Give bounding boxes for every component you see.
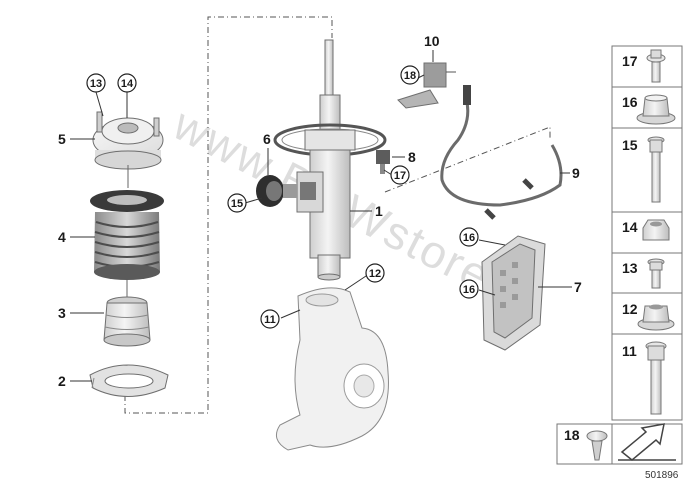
callout-5: 5 — [58, 131, 66, 147]
callout-12-circle: 12 — [369, 268, 381, 280]
side-label-17: 17 — [622, 53, 638, 69]
side-label-11: 11 — [622, 343, 637, 359]
callout-18-circle: 18 — [404, 70, 416, 82]
side-label-16: 16 — [622, 94, 638, 110]
bolt-with-flange-icon — [646, 49, 666, 83]
callout-labels: 1 2 3 4 5 6 7 8 9 10 — [58, 33, 582, 389]
steering-knuckle-part-11 — [275, 287, 389, 451]
fastener-side-panel: 17 16 15 14 13 12 11 — [611, 45, 683, 421]
control-module-part-7 — [481, 235, 546, 351]
dashed-group-lines — [124, 16, 551, 414]
callout-8: 8 — [408, 149, 416, 165]
callout-6: 6 — [263, 131, 271, 147]
circled-callouts — [86, 65, 479, 329]
sensor-holder-part-10 — [397, 62, 456, 109]
callout-3: 3 — [58, 305, 66, 321]
callout-17-circle: 17 — [394, 170, 406, 182]
side-label-13: 13 — [622, 260, 638, 276]
callout-13-circle: 13 — [90, 78, 102, 90]
shock-absorber-part-1 — [273, 39, 387, 281]
short-bolt-icon — [647, 258, 665, 289]
callout-10: 10 — [424, 33, 440, 49]
callout-16-circle-b: 16 — [463, 284, 475, 296]
bracket-part-8 — [376, 150, 390, 174]
hex-head-bolt-icon — [645, 341, 667, 415]
side-label-15: 15 — [622, 137, 638, 153]
callout-4: 4 — [58, 229, 66, 245]
side-label-12: 12 — [622, 301, 638, 317]
callout-2: 2 — [58, 373, 66, 389]
side-label-18: 18 — [564, 427, 580, 443]
diagram-number: 501896 — [645, 470, 679, 481]
callout-14-circle: 14 — [121, 78, 134, 90]
callout-1: 1 — [375, 203, 383, 219]
bushing-part-6 — [256, 175, 297, 207]
leader-lines — [70, 50, 572, 382]
direction-arrow-icon — [618, 423, 676, 461]
torx-screw-icon — [586, 430, 608, 461]
bump-stop-part-3 — [103, 280, 151, 347]
dust-boot-part-4 — [90, 190, 164, 280]
side-label-14: 14 — [622, 219, 638, 235]
callout-15-circle: 15 — [231, 198, 243, 210]
strut-mount-part-5 — [92, 111, 164, 188]
bottom-fastener-panel: 18 — [556, 423, 683, 465]
spring-pad-part-2 — [89, 364, 169, 397]
callout-9: 9 — [572, 165, 580, 181]
flange-nut-icon — [637, 304, 675, 331]
sensor-cable-part-9 — [440, 85, 563, 220]
hex-nut-icon — [642, 219, 670, 241]
collar-nut-icon — [636, 94, 676, 125]
circled-callout-labels: 13 14 15 18 17 16 16 11 12 — [90, 70, 475, 326]
long-bolt-icon — [647, 136, 665, 203]
callout-7: 7 — [574, 279, 582, 295]
callout-11-circle: 11 — [264, 314, 276, 326]
callout-16-circle-a: 16 — [463, 232, 475, 244]
